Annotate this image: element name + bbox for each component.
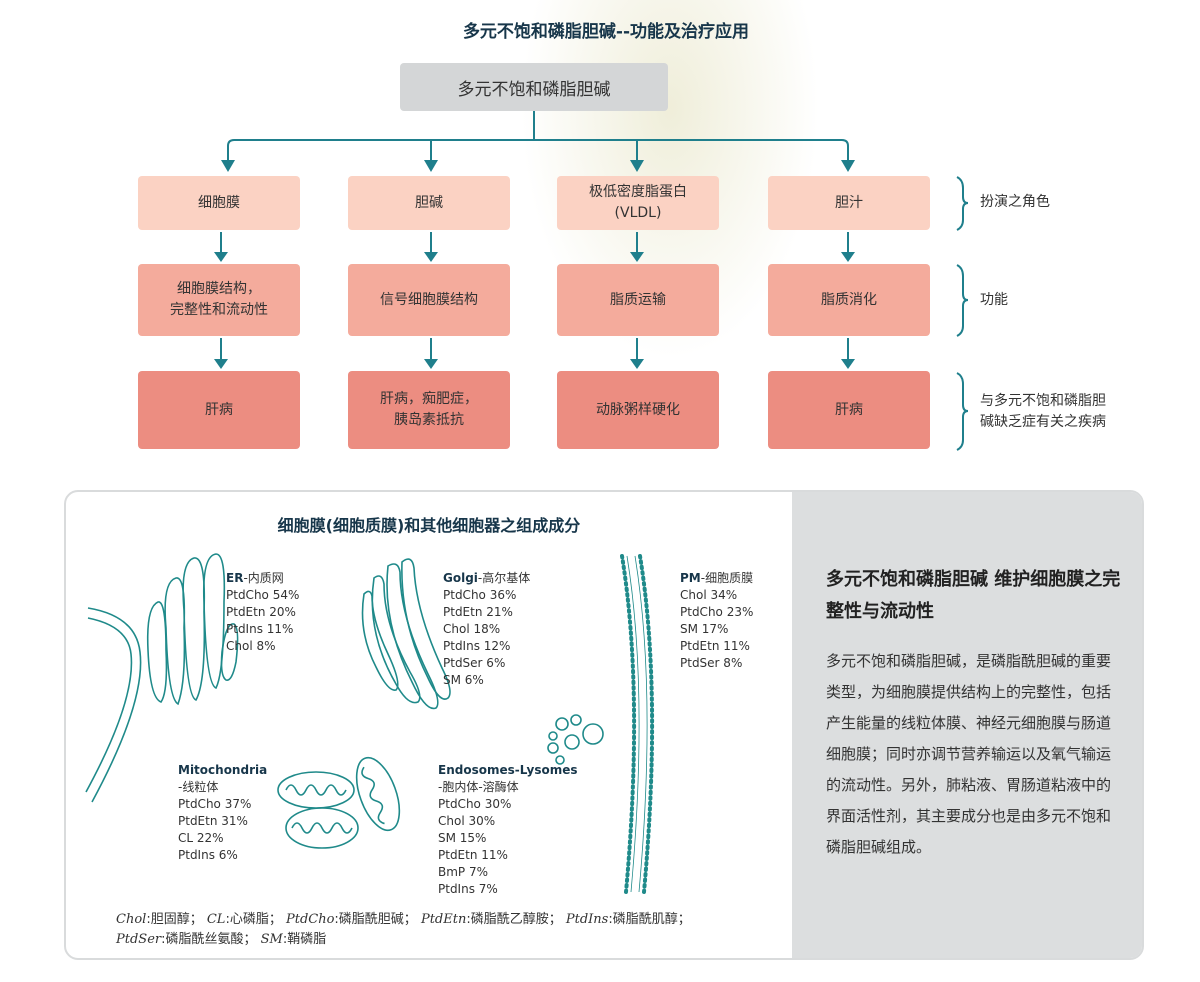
mito-component: PtdCho 37% (178, 797, 252, 811)
legend-line-1: Chol:胆固醇； CL:心磷脂； PtdCho:磷脂酰胆碱； PtdEtn:磷… (116, 912, 691, 927)
golgi-illustration (361, 558, 451, 710)
root-node: 多元不饱和磷脂胆碱 (400, 63, 668, 111)
endo-component: Chol 30% (438, 814, 496, 828)
endo-component: PtdIns 7% (438, 882, 498, 896)
endo-name: -胞内体-溶酶体 (438, 780, 519, 794)
endo-component: PtdEtn 11% (438, 848, 508, 862)
er-illustration (85, 553, 239, 803)
pm-component: PtdCho 23% (680, 605, 754, 619)
golgi-component: Chol 18% (443, 622, 501, 636)
legend-line-2: PtdSer:磷脂酰丝氨酸； SM:鞘磷脂 (116, 932, 327, 947)
pm-component: Chol 34% (680, 588, 738, 602)
endo-abbr: Endosomes-Lysomes (438, 763, 578, 777)
mito-component: PtdIns 6% (178, 848, 238, 862)
side-heading: 多元不饱和磷脂胆碱 维护细胞膜之完整性与流动性 (826, 569, 1121, 622)
arrowheads (221, 160, 855, 172)
golgi-name: -高尔基体 (477, 571, 531, 585)
disease-box-2: 肝病，痴肥症， 胰岛素抵抗 (348, 371, 510, 449)
flow-connectors (214, 111, 969, 451)
role-box-2: 胆碱 (348, 176, 510, 230)
row-label-disease: 与多元不饱和磷脂胆 碱缺乏症有关之疾病 (980, 393, 1106, 430)
side-body-text: 多元不饱和磷脂胆碱，是磷脂酰胆碱的重要类型，为细胞膜提供结构上的完整性，包括产生… (826, 652, 1112, 856)
branch-bar (227, 139, 849, 168)
composition-panel: 细胞膜(细胞质膜)和其他细胞器之组成成分 (64, 490, 1144, 960)
pm-composition: PM-细胞质膜 Chol 34% PtdCho 23% SM 17% PtdEt… (680, 570, 753, 672)
pm-component: SM 17% (680, 622, 729, 636)
endo-component: PtdCho 30% (438, 797, 512, 811)
abbreviation-legend: Chol:胆固醇； CL:心磷脂； PtdCho:磷脂酰胆碱； PtdEtn:磷… (116, 910, 736, 950)
function-box-4: 脂质消化 (768, 264, 930, 336)
er-name: -内质网 (243, 571, 284, 585)
function-box-2: 信号细胞膜结构 (348, 264, 510, 336)
golgi-component: SM 6% (443, 673, 484, 687)
mitochondria-composition: Mitochondria -线粒体 PtdCho 37% PtdEtn 31% … (178, 762, 267, 864)
er-component: Chol 8% (226, 639, 276, 653)
organelle-illustrations (85, 553, 655, 894)
pm-component: PtdEtn 11% (680, 639, 750, 653)
role-box-1: 细胞膜 (138, 176, 300, 230)
panel-title: 细胞膜(细胞质膜)和其他细胞器之组成成分 (277, 516, 581, 535)
row-arrows (220, 232, 849, 363)
er-component: PtdEtn 20% (226, 605, 296, 619)
disease-box-1: 肝病 (138, 371, 300, 449)
mito-component: CL 22% (178, 831, 224, 845)
pm-membrane-illustration (620, 554, 655, 894)
row-label-role: 扮演之角色 (980, 194, 1050, 210)
mito-component: PtdEtn 31% (178, 814, 248, 828)
endosome-illustration (547, 714, 604, 765)
role-box-4: 胆汁 (768, 176, 930, 230)
er-composition: ER-内质网 PtdCho 54% PtdEtn 20% PtdIns 11% … (226, 570, 299, 655)
endo-component: SM 15% (438, 831, 487, 845)
row-label-function: 功能 (980, 292, 1008, 308)
function-box-1: 细胞膜结构， 完整性和流动性 (138, 264, 300, 336)
page-title: 多元不饱和磷脂胆碱--功能及治疗应用 (462, 22, 750, 42)
golgi-component: PtdSer 6% (443, 656, 506, 670)
golgi-component: PtdEtn 21% (443, 605, 513, 619)
mito-abbr: Mitochondria (178, 763, 268, 777)
pm-component: PtdSer 8% (680, 656, 743, 670)
pm-membrane-core (626, 555, 648, 893)
pm-abbr: PM (680, 571, 701, 585)
disease-box-3: 动脉粥样硬化 (557, 371, 719, 449)
function-box-3: 脂质运输 (557, 264, 719, 336)
pm-name: -细胞质膜 (700, 571, 754, 585)
er-component: PtdIns 11% (226, 622, 294, 636)
er-component: PtdCho 54% (226, 588, 300, 602)
row-brackets (956, 176, 969, 451)
side-info-panel: 多元不饱和磷脂胆碱 维护细胞膜之完整性与流动性 多元不饱和磷脂胆碱，是磷脂酰胆碱… (792, 492, 1142, 958)
role-box-3: 极低密度脂蛋白 (VLDL) (557, 176, 719, 230)
endo-component: BmP 7% (438, 865, 489, 879)
golgi-abbr: Golgi (443, 571, 478, 585)
mito-name: -线粒体 (178, 780, 219, 794)
disease-box-4: 肝病 (768, 371, 930, 449)
golgi-composition: Golgi-高尔基体 PtdCho 36% PtdEtn 21% Chol 18… (443, 570, 530, 689)
golgi-component: PtdCho 36% (443, 588, 517, 602)
mitochondria-illustration (277, 756, 401, 849)
endosome-composition: Endosomes-Lysomes -胞内体-溶酶体 PtdCho 30% Ch… (438, 762, 578, 898)
er-abbr: ER (226, 571, 244, 585)
golgi-component: PtdIns 12% (443, 639, 511, 653)
